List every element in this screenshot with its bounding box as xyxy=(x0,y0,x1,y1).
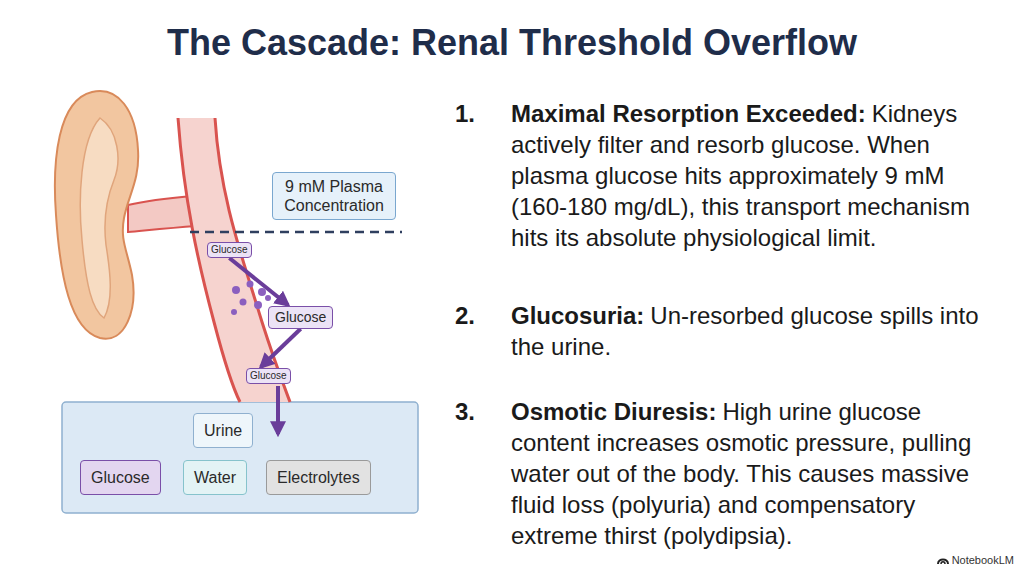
kidney xyxy=(55,91,138,339)
node-text: Electrolytes xyxy=(277,468,360,487)
item-paragraph: Osmotic Diuresis:High urine glucose cont… xyxy=(511,396,1005,551)
item-paragraph: Maximal Resorption Exceeded:Kidneys acti… xyxy=(511,98,1005,253)
list-item: 1. Maximal Resorption Exceeded:Kidneys ac… xyxy=(455,98,1005,253)
renal-branch xyxy=(128,196,196,232)
glucose-tag: Glucose xyxy=(207,242,252,258)
item-heading: Maximal Resorption Exceeded: xyxy=(511,100,866,127)
flow-arrow xyxy=(229,258,288,305)
list-item: 2. Glucosuria:Un-resorbed glucose spills … xyxy=(455,300,1005,362)
watermark-text: NotebookLM xyxy=(952,554,1014,566)
flow-arrow xyxy=(261,329,301,367)
watermark: NotebookLM xyxy=(937,554,1014,566)
glucose-box: Glucose xyxy=(80,460,161,495)
water-box: Water xyxy=(183,460,247,495)
item-paragraph: Glucosuria:Un-resorbed glucose spills in… xyxy=(511,300,1005,362)
title: The Cascade: Renal Threshold Overflow xyxy=(0,22,1024,64)
vessel-wall xyxy=(215,118,290,402)
urine-box: Urine xyxy=(193,413,253,448)
node-text: Glucose xyxy=(211,244,248,256)
threshold-line xyxy=(190,231,402,234)
glucose-tag: Glucose xyxy=(268,306,333,329)
list-item: 3. Osmotic Diuresis:High urine glucose co… xyxy=(455,396,1005,551)
item-heading: Osmotic Diuresis: xyxy=(511,398,716,425)
item-heading: Glucosuria: xyxy=(511,302,644,329)
node-text: Water xyxy=(194,468,236,487)
item-number: 1. xyxy=(455,98,475,129)
node-text: Glucose xyxy=(275,309,326,326)
node-text: 9 mM Plasma Concentration xyxy=(279,177,389,215)
item-number: 2. xyxy=(455,300,475,331)
watermark-icon xyxy=(937,555,949,565)
node-text: Glucose xyxy=(250,370,287,382)
glucose-tag: Glucose xyxy=(246,368,291,384)
vessel xyxy=(178,118,290,402)
threshold-box: 9 mM Plasma Concentration xyxy=(272,172,396,220)
kidney-medulla xyxy=(80,118,118,318)
urine-container xyxy=(62,402,418,513)
node-text: Urine xyxy=(204,421,242,440)
electrolytes-box: Electrolytes xyxy=(266,460,371,495)
flow-arrow xyxy=(276,386,280,434)
item-number: 3. xyxy=(455,396,475,427)
node-text: Glucose xyxy=(91,468,150,487)
